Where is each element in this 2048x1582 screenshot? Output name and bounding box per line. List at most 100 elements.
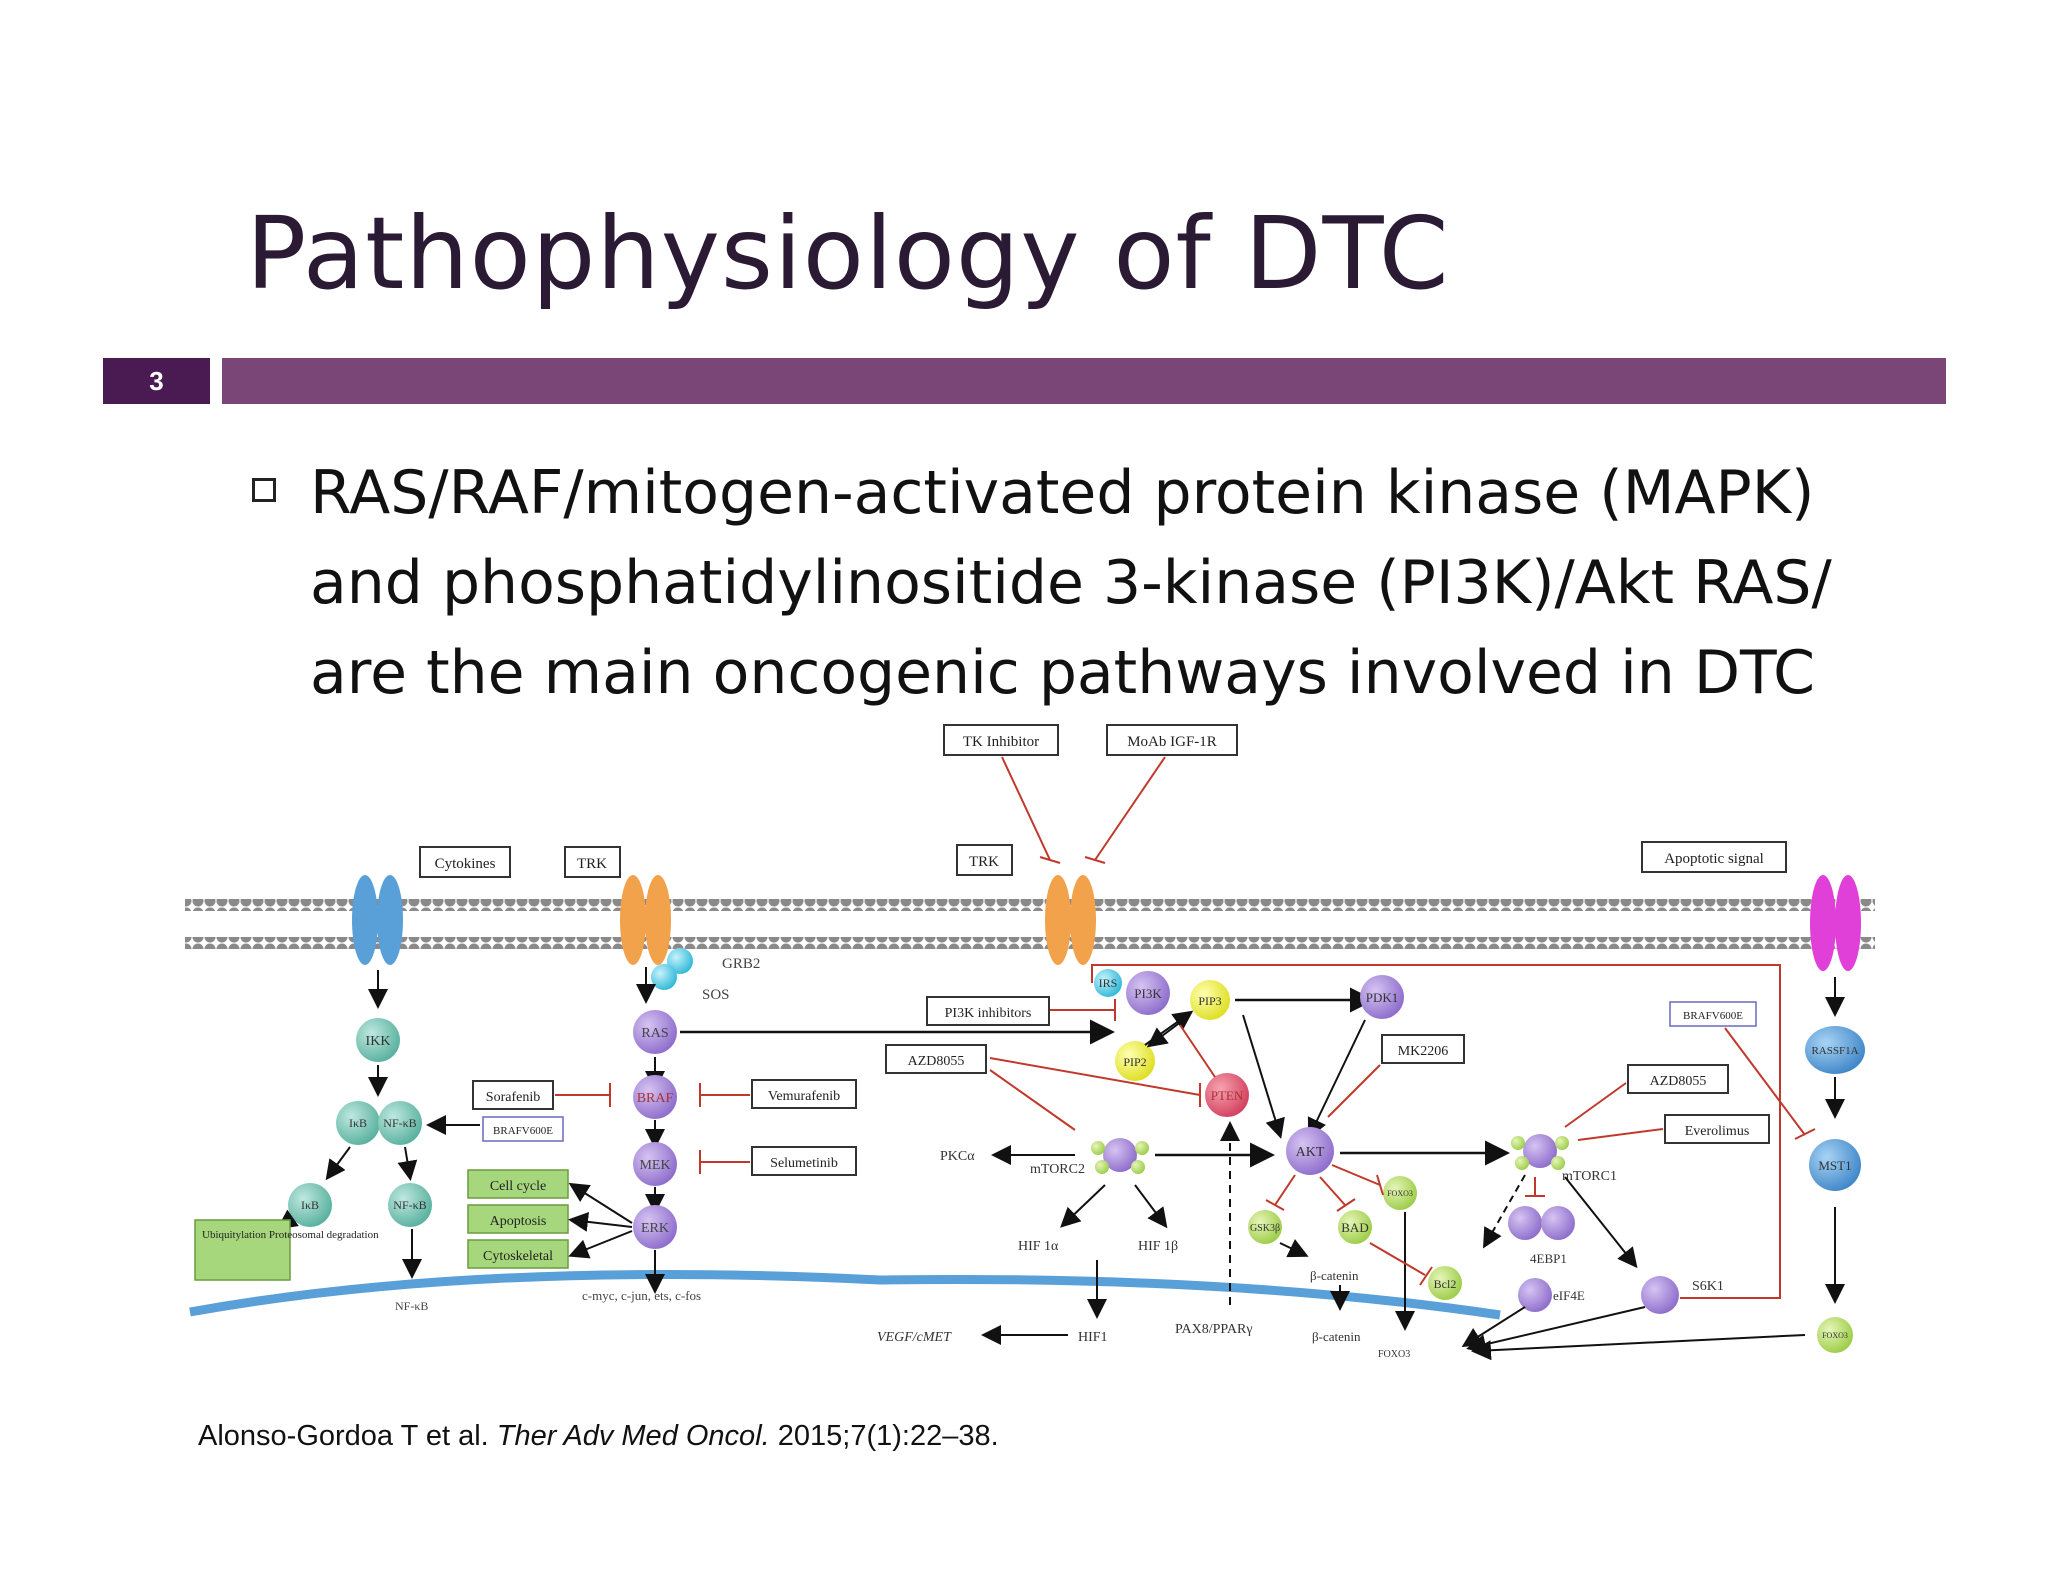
- svg-text:Apoptosis: Apoptosis: [490, 1214, 547, 1229]
- citation-ref: 2015;7(1):22–38.: [769, 1420, 999, 1452]
- pi3k-node: PI3K: [1126, 971, 1170, 1015]
- tk-inhibitor-box: TK Inhibitor: [943, 724, 1059, 756]
- sos-label: SOS: [702, 987, 730, 1003]
- trk-receptor-center: [1045, 875, 1096, 965]
- svg-text:PDK1: PDK1: [1366, 990, 1399, 1005]
- pkca-label: PKCα: [940, 1149, 975, 1164]
- svg-text:NF-κB: NF-κB: [393, 1198, 426, 1212]
- svg-text:PTEN: PTEN: [1211, 1088, 1244, 1103]
- svg-text:FOXO3: FOXO3: [1822, 1331, 1848, 1340]
- cell-membrane-outer: [185, 899, 1875, 911]
- hif1-label: HIF1: [1078, 1330, 1108, 1345]
- foxo3-node-a: FOXO3: [1383, 1176, 1417, 1210]
- svg-text:ERK: ERK: [641, 1221, 669, 1236]
- cell-membrane-inner: [185, 937, 1875, 949]
- svg-text:Vemurafenib: Vemurafenib: [768, 1089, 840, 1104]
- s6k1-label: S6K1: [1692, 1279, 1724, 1294]
- svg-text:NF-κB: NF-κB: [383, 1116, 416, 1130]
- svg-text:TRK: TRK: [969, 854, 999, 870]
- svg-text:IRS: IRS: [1099, 976, 1118, 990]
- everolimus-box: Everolimus: [1664, 1114, 1770, 1144]
- cytokine-receptor: [352, 875, 403, 965]
- vegf-label: VEGF/cMET: [877, 1330, 952, 1345]
- rassf1a-node: RASSF1A: [1805, 1026, 1865, 1074]
- svg-text:IKK: IKK: [366, 1034, 391, 1049]
- nucleus-boundary: [189, 1269, 1501, 1320]
- cmyc-label: c-myc, c-jun, ets, c-fos: [582, 1288, 701, 1303]
- svg-text:Bcl2: Bcl2: [1434, 1277, 1457, 1291]
- pi3k-inhibitors-box: PI3K inhibitors: [926, 996, 1050, 1026]
- hif1a-label: HIF 1α: [1018, 1239, 1059, 1254]
- ras-node: RAS: [633, 1010, 677, 1054]
- svg-text:PIP2: PIP2: [1123, 1055, 1146, 1069]
- bad-node: BAD: [1338, 1210, 1372, 1244]
- ikk-node: IKK: [356, 1018, 400, 1062]
- title-divider-bar: [222, 358, 1946, 404]
- erk-node: ERK: [633, 1205, 677, 1249]
- apoptotic-signal-box: Apoptotic signal: [1641, 841, 1787, 873]
- pip3-node: PIP3: [1190, 980, 1230, 1020]
- mk2206-box: MK2206: [1381, 1034, 1465, 1064]
- grb2-label: GRB2: [722, 956, 760, 972]
- ubiquitylation-box: Ubiquitylation Proteosomal degradation: [194, 1219, 379, 1281]
- svg-text:RASSF1A: RASSF1A: [1811, 1045, 1858, 1057]
- bcatenin1-label: β-catenin: [1310, 1268, 1359, 1283]
- pip2-node: PIP2: [1115, 1041, 1155, 1081]
- svg-text:Sorafenib: Sorafenib: [486, 1090, 540, 1105]
- cell-cycle-box: Cell cycle: [467, 1169, 569, 1199]
- trk-receptor-left: [620, 875, 671, 965]
- svg-text:IκB: IκB: [349, 1116, 367, 1130]
- irs-node: IRS: [1094, 969, 1122, 997]
- selumetinib-box: Selumetinib: [751, 1146, 857, 1176]
- akt-node: AKT: [1286, 1127, 1334, 1175]
- svg-text:Cytoskeletal: Cytoskeletal: [483, 1249, 553, 1264]
- hif1b-label: HIF 1β: [1138, 1239, 1178, 1254]
- svg-text:PIP3: PIP3: [1198, 994, 1221, 1008]
- braf-v600e-left-box: BRAFV600E: [482, 1116, 564, 1142]
- svg-text:FOXO3: FOXO3: [1387, 1189, 1413, 1198]
- citation-journal: Ther Adv Med Oncol.: [496, 1420, 770, 1452]
- braf-v600e-right-box: BRAFV600E: [1669, 1001, 1757, 1027]
- svg-text:Cytokines: Cytokines: [435, 856, 496, 872]
- bcl2-node: Bcl2: [1428, 1266, 1462, 1300]
- s6k1-node: [1641, 1276, 1679, 1314]
- bcatenin2-label: β-catenin: [1312, 1329, 1361, 1344]
- akt-inhibition-lines: [1265, 1164, 1384, 1212]
- nfkb-bottom-label: NF-κB: [395, 1299, 428, 1313]
- svg-text:Everolimus: Everolimus: [1685, 1124, 1750, 1139]
- nfkb-node: NF-κB: [388, 1183, 432, 1227]
- svg-text:IκB: IκB: [301, 1198, 319, 1212]
- azd8055-left-box: AZD8055: [885, 1044, 987, 1074]
- gsk3b-node: GSK3β: [1248, 1210, 1282, 1244]
- pdk1-node: PDK1: [1360, 975, 1404, 1019]
- azd8055-right-box: AZD8055: [1627, 1064, 1729, 1094]
- svg-text:MoAb IGF-1R: MoAb IGF-1R: [1127, 734, 1217, 750]
- bullet-text: RAS/RAF/mitogen-activated protein kinase…: [310, 458, 1832, 708]
- svg-text:Cell cycle: Cell cycle: [490, 1179, 546, 1194]
- svg-text:BAD: BAD: [1341, 1220, 1368, 1235]
- s6k1-feedback-line: [1091, 964, 1781, 1299]
- foxo3-node-b: FOXO3: [1817, 1317, 1853, 1353]
- mtorc1-complex: [1511, 1134, 1569, 1170]
- svg-text:TK Inhibitor: TK Inhibitor: [963, 734, 1039, 750]
- svg-text:RAS: RAS: [641, 1026, 668, 1041]
- mek-node: MEK: [633, 1142, 677, 1186]
- mst1-node: MST1: [1809, 1139, 1861, 1191]
- svg-text:PI3K inhibitors: PI3K inhibitors: [945, 1006, 1032, 1021]
- mtorc2-label: mTORC2: [1030, 1162, 1085, 1177]
- svg-text:AZD8055: AZD8055: [1650, 1074, 1707, 1089]
- svg-text:MK2206: MK2206: [1398, 1044, 1449, 1059]
- mtorc2-complex: [1091, 1138, 1149, 1174]
- foxo3-label-c: FOXO3: [1378, 1349, 1410, 1360]
- 4ebp1-node: [1508, 1206, 1575, 1240]
- svg-text:BRAFV600E: BRAFV600E: [493, 1125, 553, 1137]
- pax8-label: PAX8/PPARγ: [1175, 1322, 1253, 1337]
- cytokines-box: Cytokines: [419, 846, 511, 878]
- tk-inhibitor-lines: [1001, 756, 1166, 864]
- citation: Alonso-Gordoa T et al. Ther Adv Med Onco…: [198, 1420, 999, 1453]
- vemurafenib-box: Vemurafenib: [751, 1079, 857, 1109]
- trk-box-left: TRK: [564, 846, 621, 878]
- sos-node: [651, 964, 677, 990]
- svg-text:Apoptotic signal: Apoptotic signal: [1664, 851, 1764, 867]
- moab-igf1r-box: MoAb IGF-1R: [1106, 724, 1238, 756]
